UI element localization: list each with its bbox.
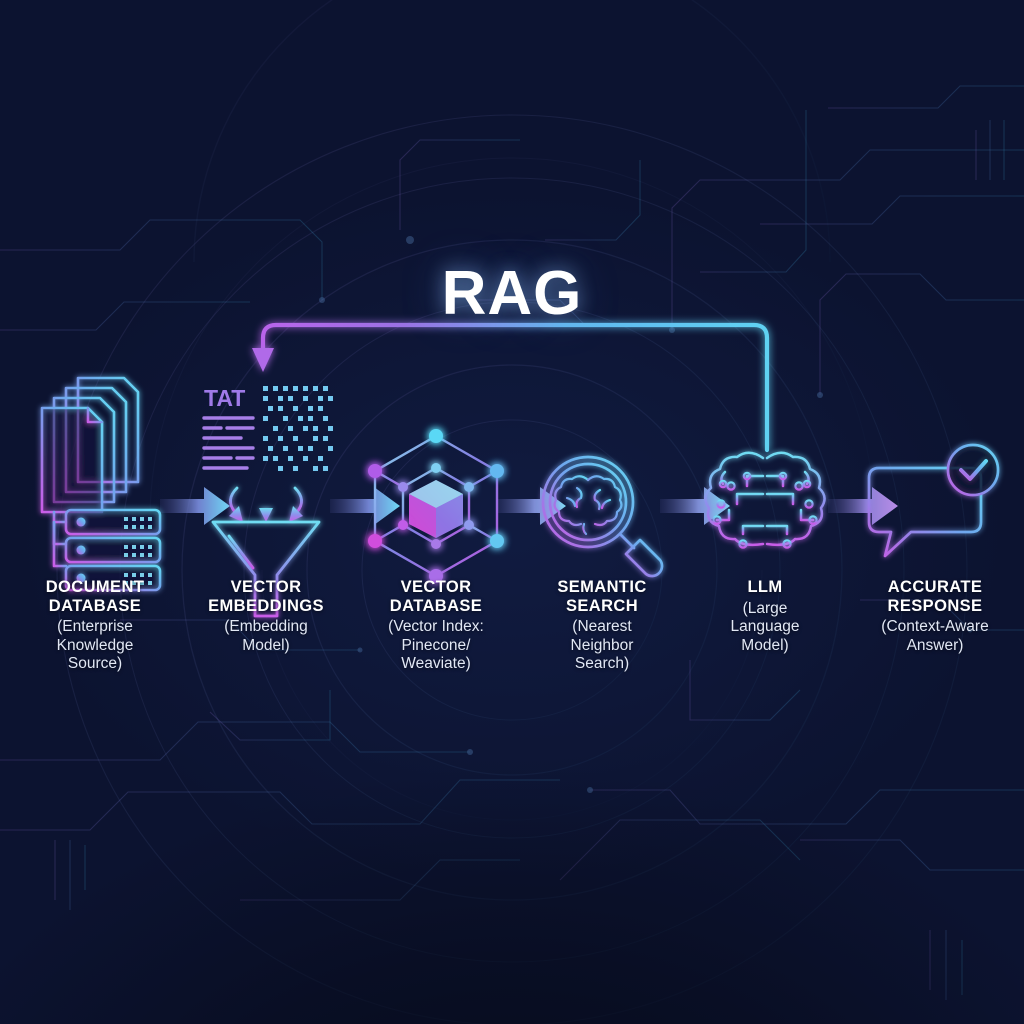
stage-title: VECTOR EMBEDDINGS [208,578,324,615]
page-title: RAG [441,259,583,328]
magnifier-brain-icon [517,360,687,578]
arrow-connector-4 [660,487,730,525]
hexagon-node-cube-icon [351,360,521,583]
documents-server-stack-icon [10,360,180,592]
stage-title: LLM [747,578,783,596]
arrow-connector-2 [330,487,400,525]
stage-llm[interactable]: LLM (Large Language Model) [680,360,850,655]
stage-subtitle: (Large Language Model) [730,599,800,654]
stage-subtitle: (Nearest Neighbor Search) [570,618,634,673]
stage-subtitle: (Embedding Model) [224,618,308,654]
stage-accurate-response[interactable]: ACCURATE RESPONSE (Context-Aware Answer) [850,360,1020,655]
text-matrix-funnel-icon: TAT [181,360,351,618]
stage-title: VECTOR DATABASE [389,578,483,615]
stage-subtitle: (Enterprise Knowledge Source) [56,618,134,673]
stage-vector-embeddings[interactable]: TAT [181,360,351,655]
arrow-connector-1 [160,487,230,525]
stage-vector-database[interactable]: VECTOR DATABASE (Vector Index: Pinecone/… [351,360,521,674]
stage-subtitle: (Context-Aware Answer) [881,618,989,654]
speech-bubble-check-icon [850,360,1020,570]
icon-text-tat: TAT [204,385,245,411]
stage-semantic-search[interactable]: SEMANTIC SEARCH (Nearest Neighbor Search… [517,360,687,674]
stage-subtitle: (Vector Index: Pinecone/ Weaviate) [388,618,484,673]
stage-title: DOCUMENT DATABASE [45,578,145,615]
arrow-connector-5 [828,487,898,525]
stage-document-database[interactable]: DOCUMENT DATABASE (Enterprise Knowledge … [10,360,180,674]
circuit-brain-icon [680,360,850,570]
arrow-connector-3 [496,487,566,525]
stage-title: ACCURATE RESPONSE [887,578,983,615]
stage-title: SEMANTIC SEARCH [557,578,647,615]
